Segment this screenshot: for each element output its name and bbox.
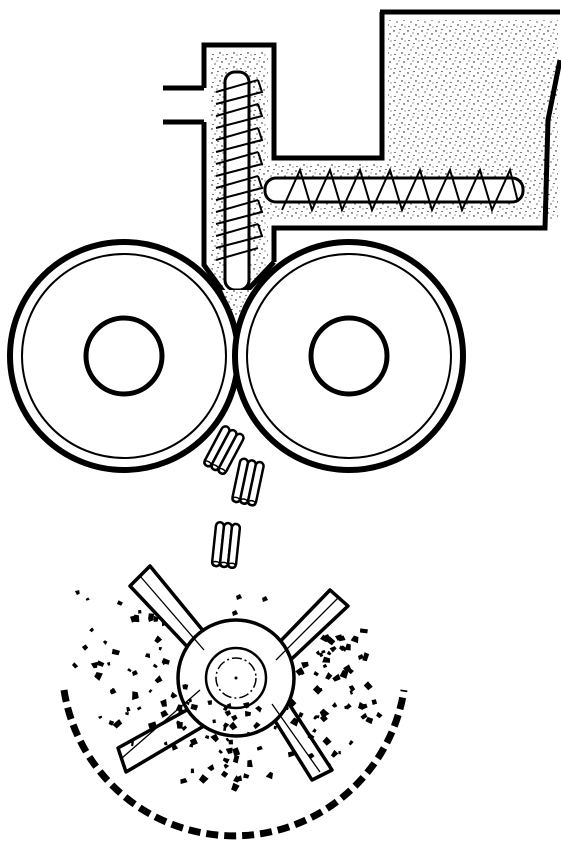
granule bbox=[360, 628, 368, 633]
granule bbox=[180, 778, 187, 784]
granule bbox=[376, 712, 383, 718]
granule bbox=[231, 783, 240, 792]
granule bbox=[229, 740, 234, 745]
granule bbox=[221, 771, 228, 778]
granule bbox=[126, 707, 130, 712]
granule bbox=[351, 636, 359, 644]
granule bbox=[323, 664, 328, 668]
granule bbox=[155, 675, 163, 683]
granule bbox=[137, 706, 142, 710]
granule bbox=[262, 596, 268, 602]
granule bbox=[313, 671, 319, 676]
side-vent-port bbox=[163, 88, 204, 122]
granule bbox=[331, 750, 338, 758]
granule bbox=[171, 692, 178, 699]
granule bbox=[372, 699, 378, 705]
granule bbox=[86, 597, 90, 600]
granule bbox=[266, 772, 273, 780]
granule bbox=[154, 635, 162, 643]
granule bbox=[97, 660, 105, 667]
granule bbox=[223, 758, 230, 764]
flake-bundle bbox=[232, 458, 265, 507]
granule bbox=[224, 764, 230, 769]
granule bbox=[358, 702, 366, 710]
granule bbox=[207, 764, 214, 771]
left-compaction-roll bbox=[10, 242, 238, 470]
granule bbox=[125, 712, 129, 715]
granule bbox=[210, 734, 219, 743]
granule bbox=[362, 652, 369, 661]
granule bbox=[132, 670, 138, 676]
granule bbox=[159, 647, 162, 651]
granule bbox=[312, 728, 317, 733]
granule bbox=[322, 657, 330, 663]
granule bbox=[295, 667, 304, 676]
granule bbox=[233, 755, 239, 763]
granule bbox=[191, 769, 194, 774]
granule bbox=[113, 719, 123, 728]
granule bbox=[160, 710, 168, 718]
granule bbox=[199, 774, 209, 784]
granule bbox=[127, 668, 132, 672]
granule bbox=[320, 709, 330, 718]
flake-bundle bbox=[212, 522, 241, 569]
granule bbox=[323, 737, 332, 746]
granule bbox=[338, 751, 341, 755]
granule bbox=[132, 691, 139, 700]
granule bbox=[117, 600, 123, 606]
granule bbox=[232, 747, 240, 756]
granule bbox=[327, 651, 332, 656]
granule bbox=[160, 699, 167, 707]
granulator-rotor bbox=[118, 566, 348, 780]
compacted-flakes bbox=[203, 425, 264, 569]
granule bbox=[103, 640, 108, 645]
granule bbox=[236, 594, 242, 600]
granule bbox=[247, 760, 253, 767]
granule bbox=[98, 716, 102, 719]
granule bbox=[107, 662, 110, 666]
granule bbox=[112, 649, 120, 656]
granule bbox=[205, 735, 209, 739]
granule bbox=[138, 610, 141, 614]
granule bbox=[364, 681, 373, 690]
granule bbox=[110, 688, 116, 694]
granule bbox=[91, 662, 98, 669]
granule bbox=[243, 773, 249, 778]
granule bbox=[316, 715, 320, 718]
granule bbox=[149, 689, 153, 693]
granule bbox=[145, 653, 150, 658]
granule bbox=[332, 702, 337, 708]
granule bbox=[332, 674, 341, 682]
granule bbox=[313, 685, 323, 695]
granule bbox=[365, 717, 373, 724]
granule bbox=[257, 746, 263, 751]
granule bbox=[75, 590, 80, 595]
granule bbox=[325, 672, 332, 680]
granule bbox=[232, 610, 238, 616]
granule bbox=[82, 644, 88, 650]
granule bbox=[344, 705, 348, 710]
granule bbox=[226, 748, 233, 755]
granule bbox=[330, 646, 337, 652]
granule bbox=[321, 650, 325, 654]
right-compaction-roll bbox=[235, 242, 463, 470]
granule bbox=[301, 662, 309, 669]
granule bbox=[72, 662, 78, 668]
granule bbox=[89, 627, 94, 632]
granule bbox=[153, 664, 158, 669]
granule bbox=[274, 726, 278, 730]
granule bbox=[316, 650, 321, 655]
granule bbox=[349, 740, 354, 745]
granule bbox=[218, 749, 223, 754]
granule bbox=[360, 713, 367, 720]
granule bbox=[94, 672, 103, 681]
